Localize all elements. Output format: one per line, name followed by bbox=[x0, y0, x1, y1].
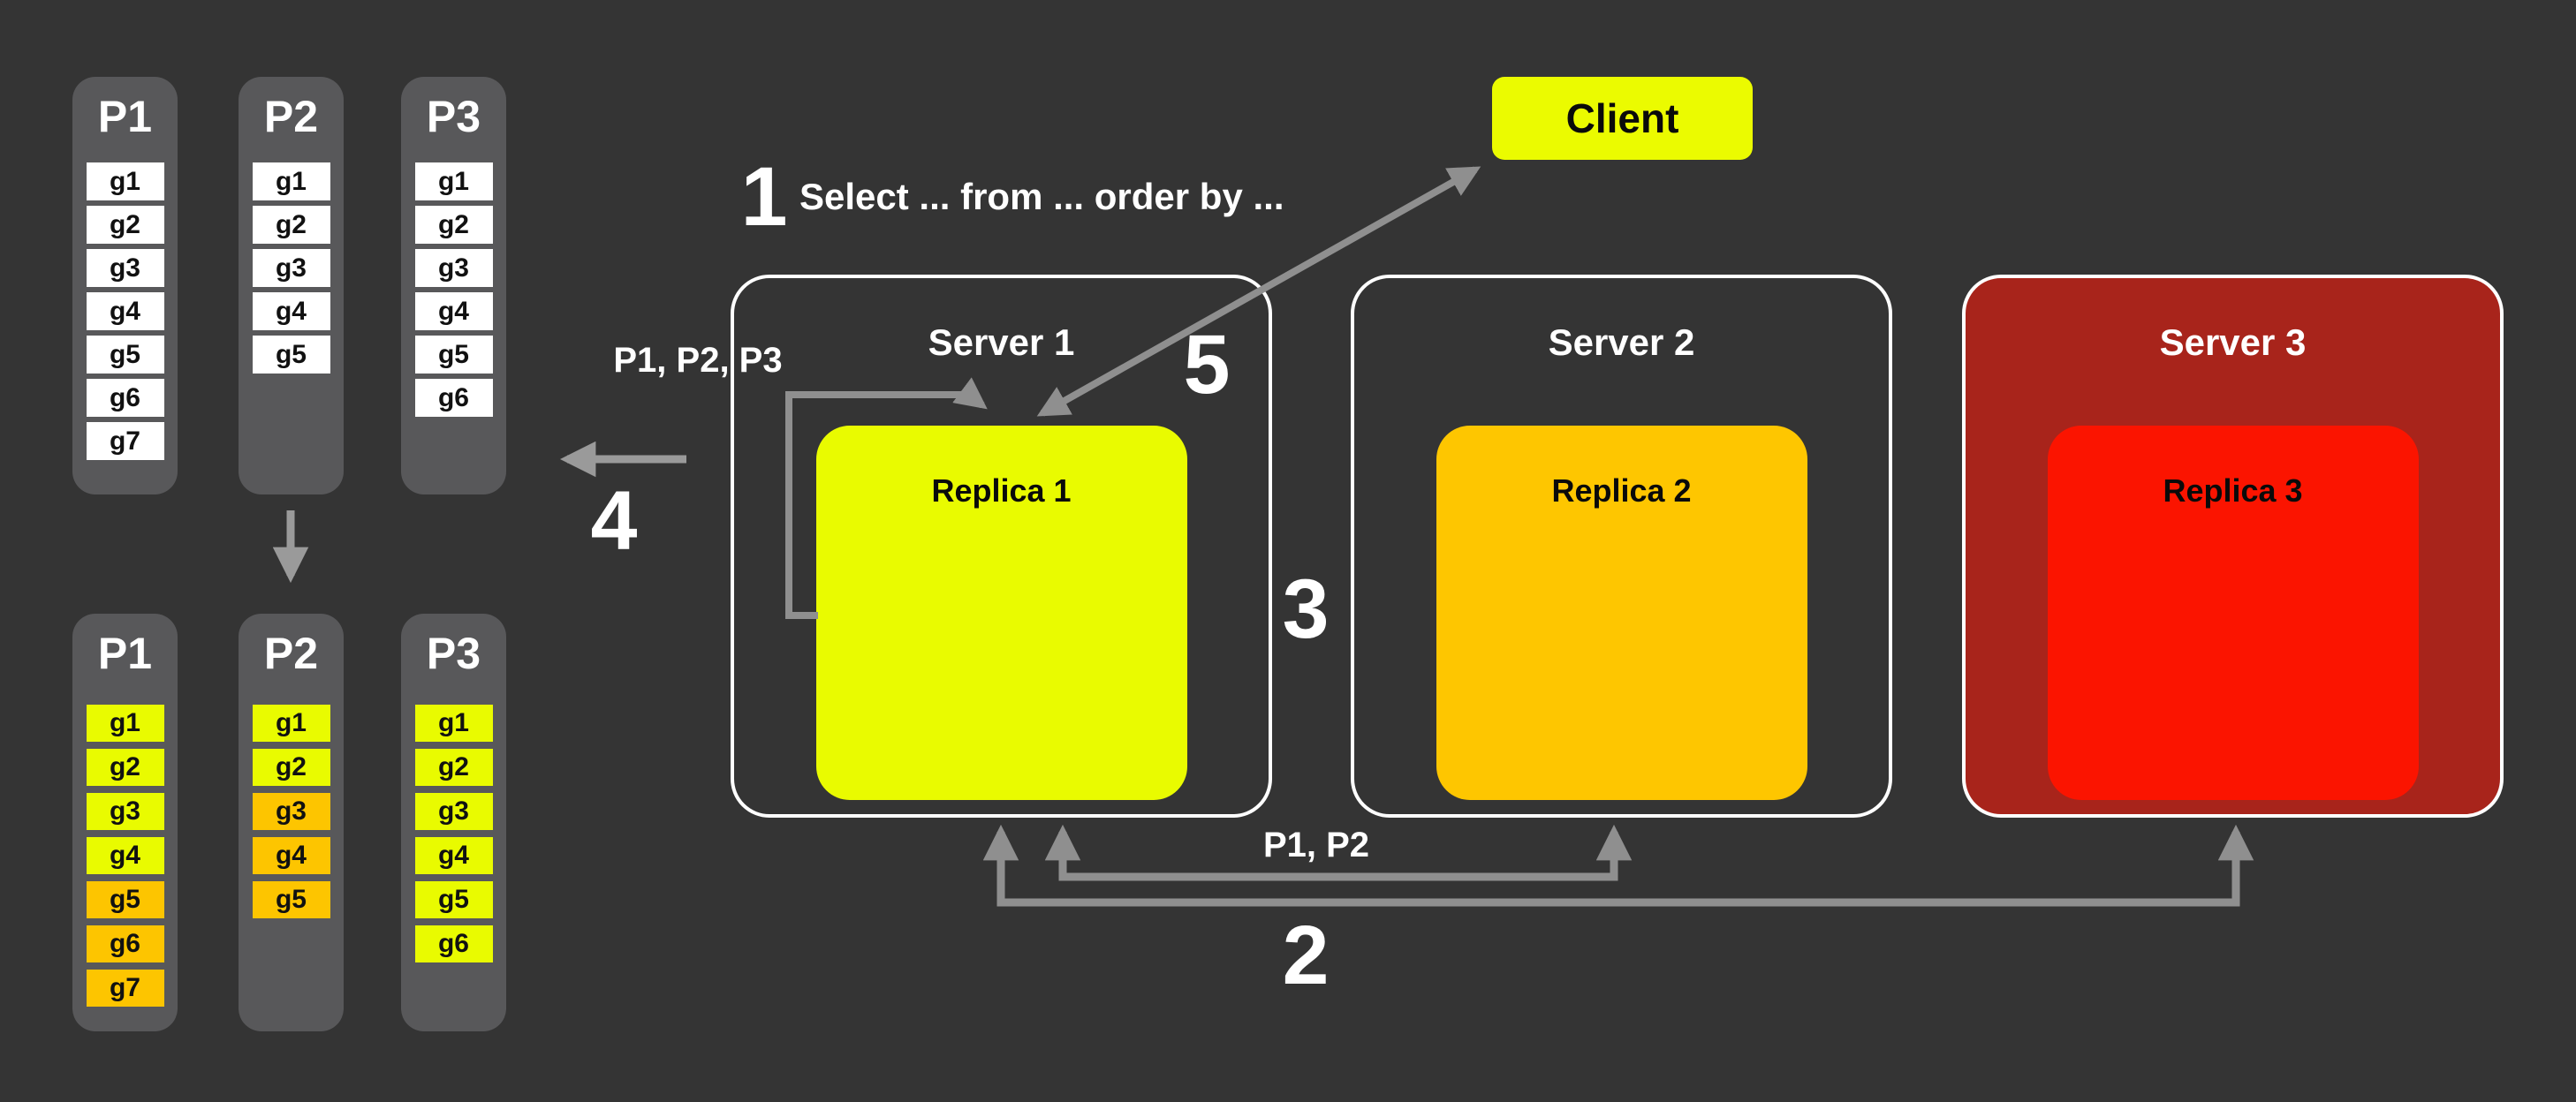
replica-3-box: Replica 3 bbox=[2047, 426, 2419, 800]
step-4-number: 4 bbox=[590, 474, 638, 568]
granule-item: g3 bbox=[414, 793, 493, 830]
granule-item: g2 bbox=[414, 206, 493, 244]
granule-item: g2 bbox=[252, 206, 330, 244]
granule-item: g2 bbox=[414, 749, 493, 786]
granule-item: g2 bbox=[252, 749, 330, 786]
partition-column-title: P3 bbox=[426, 629, 481, 678]
partition-column-title: P3 bbox=[426, 92, 481, 141]
granule-item: g3 bbox=[252, 793, 330, 830]
server-3-title: Server 3 bbox=[2159, 321, 2307, 363]
granule-item: g5 bbox=[414, 881, 493, 918]
granule-item: g3 bbox=[252, 249, 330, 287]
granule-item: g6 bbox=[86, 925, 164, 962]
partition-column-title: P1 bbox=[97, 629, 153, 678]
granule-item: g1 bbox=[86, 705, 164, 742]
granule-item: g4 bbox=[252, 837, 330, 874]
granule-item: g4 bbox=[414, 837, 493, 874]
server-2-title: Server 2 bbox=[1548, 321, 1695, 363]
loop-partitions-label: P1, P2, P3 bbox=[613, 341, 783, 380]
replica-2-label: Replica 2 bbox=[1551, 472, 1692, 509]
client-box: Client bbox=[1492, 77, 1753, 160]
granule-item: g1 bbox=[414, 705, 493, 742]
partition-column-p1-sorted: P1 g1 g2 g3 g4 g5 g6 g7 bbox=[72, 614, 178, 1031]
granule-item: g1 bbox=[414, 162, 493, 200]
granule-item: g4 bbox=[252, 292, 330, 330]
granule-item: g2 bbox=[86, 206, 164, 244]
granule-item: g3 bbox=[86, 249, 164, 287]
replica-2-box: Replica 2 bbox=[1436, 426, 1807, 800]
partition-column-p3-unsorted: P3 g1 g2 g3 g4 g5 g6 bbox=[401, 77, 506, 494]
granule-item: g3 bbox=[86, 793, 164, 830]
granule-item: g2 bbox=[86, 749, 164, 786]
granule-item: g7 bbox=[86, 422, 164, 460]
granule-item: g6 bbox=[86, 379, 164, 417]
step-3-number: 3 bbox=[1282, 562, 1330, 656]
granule-item: g5 bbox=[86, 881, 164, 918]
granule-item: g6 bbox=[414, 925, 493, 962]
partition-item-list: g1 g2 g3 g4 g5 bbox=[239, 162, 344, 374]
granule-item: g4 bbox=[86, 837, 164, 874]
bracket-partitions-label: P1, P2 bbox=[1262, 826, 1370, 864]
granule-item: g1 bbox=[86, 162, 164, 200]
granule-item: g6 bbox=[414, 379, 493, 417]
step-2-number: 2 bbox=[1282, 909, 1330, 1002]
granule-item: g7 bbox=[86, 970, 164, 1007]
granule-item: g1 bbox=[252, 705, 330, 742]
partition-item-list: g1 g2 g3 g4 g5 g6 bbox=[401, 162, 506, 417]
replica-1-label: Replica 1 bbox=[931, 472, 1072, 509]
step-1-number: 1 bbox=[740, 150, 788, 244]
granule-item: g4 bbox=[414, 292, 493, 330]
partition-column-p2-sorted: P2 g1 g2 g3 g4 g5 bbox=[239, 614, 344, 1031]
partition-item-list: g1 g2 g3 g4 g5 bbox=[239, 705, 344, 918]
granule-item: g1 bbox=[252, 162, 330, 200]
granule-item: g5 bbox=[252, 881, 330, 918]
partition-column-p1-unsorted: P1 g1 g2 g3 g4 g5 g6 g7 bbox=[72, 77, 178, 494]
replica-1-box: Replica 1 bbox=[815, 426, 1187, 800]
step-1-query-text: Select ... from ... order by ... bbox=[799, 176, 1284, 217]
granule-item: g5 bbox=[414, 336, 493, 374]
granule-item: g5 bbox=[86, 336, 164, 374]
replica-3-label: Replica 3 bbox=[2163, 472, 2303, 509]
granule-item: g3 bbox=[414, 249, 493, 287]
step-5-number: 5 bbox=[1183, 318, 1231, 411]
server-2-box: Server 2 Replica 2 bbox=[1351, 275, 1892, 818]
partition-column-p2-unsorted: P2 g1 g2 g3 g4 g5 bbox=[239, 77, 344, 494]
partition-item-list: g1 g2 g3 g4 g5 g6 bbox=[401, 705, 506, 962]
partition-item-list: g1 g2 g3 g4 g5 g6 g7 bbox=[72, 162, 178, 460]
partition-column-title: P2 bbox=[263, 629, 319, 678]
partition-column-title: P1 bbox=[97, 92, 153, 141]
partition-item-list: g1 g2 g3 g4 g5 g6 g7 bbox=[72, 705, 178, 1007]
server1-server3-arrow bbox=[982, 824, 2254, 907]
partition-column-title: P2 bbox=[263, 92, 319, 141]
partition-column-p3-sorted: P3 g1 g2 g3 g4 g5 g6 bbox=[401, 614, 506, 1031]
client-label: Client bbox=[1565, 95, 1679, 141]
granule-item: g4 bbox=[86, 292, 164, 330]
granule-item: g5 bbox=[252, 336, 330, 374]
server-3-box: Server 3 Replica 3 bbox=[1962, 275, 2504, 818]
